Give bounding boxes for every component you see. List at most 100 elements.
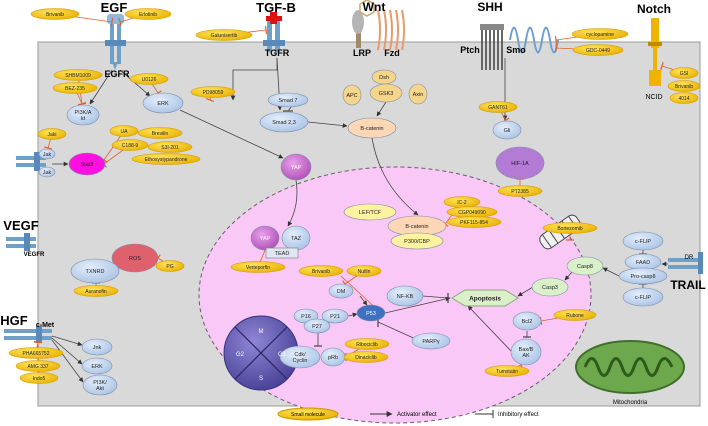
node-bcl2: Bcl2 <box>512 311 542 331</box>
edge-cmet-pi3k <box>51 339 84 383</box>
label-pkf115: PKF115-854 <box>460 220 488 226</box>
label-p53: P53 <box>366 311 376 317</box>
label-bcatenin-nuc: B-catenin <box>405 224 428 230</box>
label-jak2: Jak <box>43 170 52 176</box>
label-ros: ROS <box>129 256 141 262</box>
label-s3i201: S3I-201 <box>161 145 179 151</box>
drug-tumstatin: Tumstatin <box>484 365 530 377</box>
label-dinaciclib: Dinaciclib <box>355 355 377 361</box>
node-txnrd: TXNRD <box>70 258 120 284</box>
node-p21: P21 <box>321 308 349 324</box>
node-stat3: Stat3 <box>68 152 106 176</box>
node-hif1a: HIF-1A <box>495 146 545 180</box>
label-cyclopamine: cyclopamine <box>586 32 614 38</box>
node-p300-cbp: P300/CBP <box>390 232 444 250</box>
drug-pkf115: PKF115-854 <box>446 216 502 228</box>
label-u0126: U0126 <box>142 77 157 83</box>
drug-verteporfin: Verteporfin <box>230 261 286 273</box>
node-yap-nuc: YAP <box>250 225 280 251</box>
label-cflip1: c-FLIP <box>635 239 652 245</box>
label-pha665752: PHA665752 <box>23 351 50 357</box>
label-apc: APC <box>346 93 357 99</box>
node-procasp8: Pro-casp8 <box>618 267 668 285</box>
cell-cycle-s: S <box>259 376 263 382</box>
node-bcatenin-cyto: B-catenin <box>347 117 397 139</box>
node-cflip2: c-FLIP <box>622 287 664 307</box>
label-nutlin: Nutlin <box>358 269 371 275</box>
vegfr-receptor <box>6 233 36 251</box>
node-p27: P27 <box>303 318 331 334</box>
legend-small-molecule-swatch <box>277 407 339 421</box>
drug-c188-9: C188-9 <box>111 139 149 151</box>
drug-pd98059: PD98059 <box>190 86 236 98</box>
cmet-receptor <box>4 326 52 343</box>
dr-receptor <box>668 252 703 274</box>
label-jnk: Jnk <box>93 345 102 351</box>
drug-brivanib3: Brivanib <box>298 265 344 277</box>
label-casp3: Casp3 <box>542 285 558 291</box>
node-yap-cyto: YAP <box>280 153 312 181</box>
label-smad7: Smad 7 <box>279 98 298 104</box>
notch-receptor <box>648 18 662 86</box>
drug-erlotinib: Erlotinib <box>124 8 172 20</box>
label-rubone: Rubone <box>566 313 584 319</box>
label-ethoxy: Ethoxystypandrone <box>145 157 188 163</box>
node-lef-tcf: LEF/TCF <box>343 203 397 221</box>
node-erk-top: ERK <box>142 92 184 114</box>
drug-dinaciclib: Dinaciclib <box>343 351 389 363</box>
label-dm: DM <box>337 289 346 295</box>
cell-cycle-g2: G2 <box>236 352 245 358</box>
edge-procasp8-casp8 <box>602 267 620 277</box>
legend: Small molecule Activator effect Inhibito… <box>277 407 539 421</box>
label-gsk3: GSK3 <box>379 91 394 97</box>
label-yap-cyto: YAP <box>291 165 302 171</box>
label-p27: P27 <box>312 324 322 330</box>
edge-smad-bcatenin <box>307 121 348 128</box>
node-gli: Gli <box>492 120 522 140</box>
label-pt2385: PT2385 <box>511 189 529 195</box>
node-dsh: Dsh <box>371 69 397 85</box>
drug-bortezomib: Bortezomib <box>542 222 598 234</box>
drug-shbm1009: SHBM1009 <box>53 69 103 81</box>
label-pg: PG <box>166 264 173 270</box>
label-prb: pRb <box>328 355 338 361</box>
drug-cyclopamine: cyclopamine <box>571 28 629 40</box>
legend-inhibitory-label: Inhibitory effect <box>498 412 539 418</box>
label-x4014: 4014 <box>678 96 689 102</box>
drug-ic2: IC-2 <box>443 196 481 208</box>
drug-ua: UA <box>109 125 139 137</box>
label-faad: FAAD <box>636 260 650 266</box>
label-apoptosis: Apoptosis <box>469 295 501 302</box>
node-nfkb: NF-KB <box>386 285 424 307</box>
node-casp8: Casp8 <box>566 256 604 276</box>
label-bez235: BEZ-235 <box>65 86 85 92</box>
drug-ribociclib: Ribociclib <box>344 338 390 350</box>
node-erk-hgf: ERK <box>81 357 113 375</box>
label-jaki: Jaki <box>48 132 57 138</box>
label-smad23: Smad 2,3 <box>272 120 296 126</box>
label-erlotinib: Erlotinib <box>139 12 157 18</box>
cell-cycle-g1: G1 <box>278 352 287 358</box>
drug-u0126: U0126 <box>129 73 169 85</box>
label-brevilin: Brevilin <box>152 131 169 137</box>
label-gsi: GSI <box>680 71 689 77</box>
edge-casp3-apoptosis <box>517 286 534 297</box>
label-gdc0449: GDC-0449 <box>586 48 610 54</box>
edge-cmet-jnk <box>51 335 83 347</box>
node-jak2: Jak <box>38 166 56 178</box>
label-axin: Axin <box>413 92 424 98</box>
label-lef-tcf: LEF/TCF <box>359 210 382 216</box>
label-brivanib3: Brivanib <box>312 269 330 275</box>
drug-pha665752: PHA665752 <box>8 347 64 359</box>
label-dsh: Dsh <box>379 75 389 81</box>
drug-brivanib1: Brivanib <box>30 8 80 20</box>
label-smo: Smo <box>506 45 526 55</box>
label-cdk-cyclin: Cdk/Cyclin <box>293 352 308 364</box>
label-egfr: EGFR <box>104 69 130 79</box>
edge-gsk3-bcatenin <box>376 101 387 117</box>
node-casp3: Casp3 <box>531 277 569 297</box>
node-cdk-cyclin: Cdk/Cyclin <box>279 345 321 369</box>
label-bortezomib: Bortezomib <box>557 226 583 232</box>
edge-erk-yap <box>179 109 284 159</box>
drug-indo5: Indo5 <box>19 372 59 384</box>
